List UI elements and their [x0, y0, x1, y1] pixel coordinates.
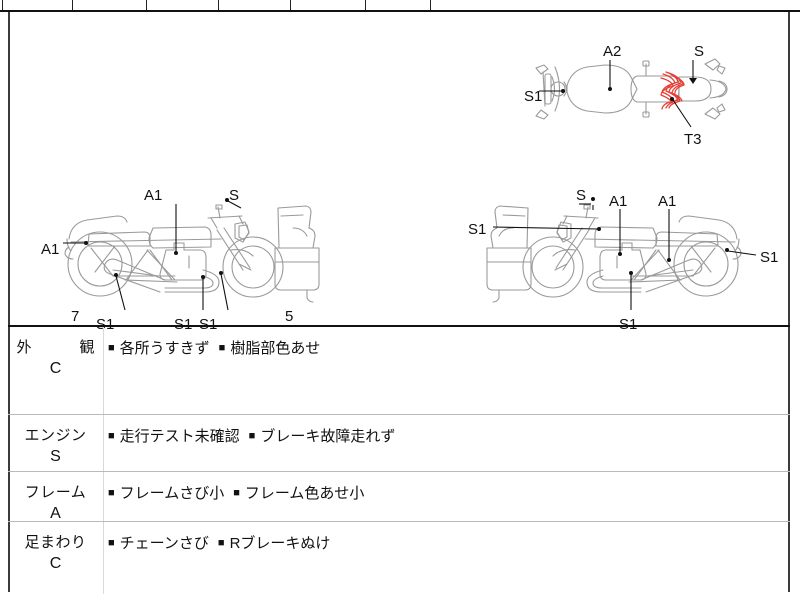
note-text: 各所うすきず [119, 340, 210, 357]
label-t3: T3 [684, 131, 702, 148]
bullet-icon: ■ [108, 430, 115, 442]
part-grade: C [49, 360, 62, 377]
header-cell-divider [218, 0, 219, 10]
label-a1-left-rear: A1 [41, 241, 60, 258]
header-cell-divider [365, 0, 366, 10]
label-a1-right-b: A1 [658, 193, 677, 210]
label-5-left: 5 [285, 308, 294, 325]
header-cell-divider [290, 0, 291, 10]
bullet-icon: ■ [248, 430, 256, 442]
part-cell: 足まわり C [8, 522, 103, 573]
notes-cell: ■ 各所うすきず ■ 樹脂部色あせ [108, 337, 784, 358]
notes-cell: ■ フレームさび小 ■ フレーム色あせ小 [108, 482, 784, 503]
label-7-left: 7 [71, 308, 80, 325]
part-grade: S [50, 448, 61, 465]
label-s1-right-a: S1 [468, 221, 487, 238]
condition-row-engine: エンジン S ■ 走行テスト未確認 ■ ブレーキ故障走れず [8, 415, 790, 472]
bullet-icon: ■ [233, 487, 240, 499]
row-divider [103, 415, 104, 471]
condition-row-frame: フレーム A ■ フレームさび小 ■ フレーム色あせ小 [8, 472, 790, 522]
notes-cell: ■ 走行テスト未確認 ■ ブレーキ故障走れず [108, 425, 784, 446]
note-text: チェーンさび [119, 535, 209, 552]
label-s-left: S [229, 187, 240, 204]
condition-row-undercarriage: 足まわり C ■ チェーンさび ■ Rブレーキぬけ [8, 522, 790, 594]
row-divider [103, 472, 104, 521]
note-text: Rブレーキぬけ [229, 535, 331, 552]
row-divider [103, 522, 104, 594]
header-cell-divider [72, 0, 73, 10]
label-s1-right-c: S1 [619, 316, 638, 333]
condition-row-exterior: 外 観 C ■ 各所うすきず ■ 樹脂部色あせ [8, 327, 790, 415]
right-side-view-leaders [492, 197, 757, 310]
label-s1-left-b: S1 [174, 316, 193, 333]
header-cell-divider [430, 0, 431, 10]
sheet-frame [8, 12, 790, 592]
part-name: エンジン [24, 427, 87, 444]
note-text: 樹脂部色あせ [230, 340, 321, 357]
label-s-top: S [694, 43, 705, 60]
left-side-view-diagram [53, 184, 343, 309]
part-name: フレーム [24, 484, 87, 501]
diagram-area: A2 S S1 T3 [8, 14, 790, 332]
right-side-view-diagram [463, 184, 753, 309]
label-s1-right-b: S1 [760, 249, 779, 266]
note-text: フレームさび小 [119, 485, 225, 502]
label-s-right: S [576, 187, 587, 204]
part-cell: フレーム A [8, 472, 103, 523]
label-s1-top: S1 [524, 88, 543, 105]
note-text: 走行テスト未確認 [119, 428, 240, 445]
label-a1-left-tank: A1 [144, 187, 163, 204]
clipped-header-table-strip [0, 0, 800, 12]
part-cell: 外 観 C [8, 327, 103, 378]
part-grade: A [50, 505, 61, 522]
top-view-diagram [503, 34, 753, 144]
notes-cell: ■ チェーンさび ■ Rブレーキぬけ [108, 532, 784, 553]
bullet-icon: ■ [217, 537, 225, 549]
label-s1-left-c: S1 [199, 316, 218, 333]
label-s1-left-a: S1 [96, 316, 115, 333]
note-text: フレーム色あせ小 [244, 485, 365, 502]
top-view-leaders [539, 60, 697, 128]
note-text: ブレーキ故障走れず [260, 428, 396, 445]
label-a1-right-a: A1 [609, 193, 628, 210]
header-cell-divider [2, 0, 3, 10]
part-cell: エンジン S [8, 415, 103, 466]
left-side-view-leaders [63, 198, 242, 311]
part-name: 足まわり [24, 534, 87, 551]
bullet-icon: ■ [108, 342, 115, 354]
bullet-icon: ■ [108, 537, 115, 549]
label-a2: A2 [603, 43, 622, 60]
part-grade: C [49, 555, 62, 572]
part-name: 外 観 [16, 339, 101, 356]
bullet-icon: ■ [108, 487, 115, 499]
header-cell-divider [146, 0, 147, 10]
condition-table: 外 観 C ■ 各所うすきず ■ 樹脂部色あせ エンジン S ■ 走行テスト未確認 ■ ブレ… [8, 325, 790, 594]
row-divider [103, 327, 104, 414]
bullet-icon: ■ [218, 342, 226, 354]
